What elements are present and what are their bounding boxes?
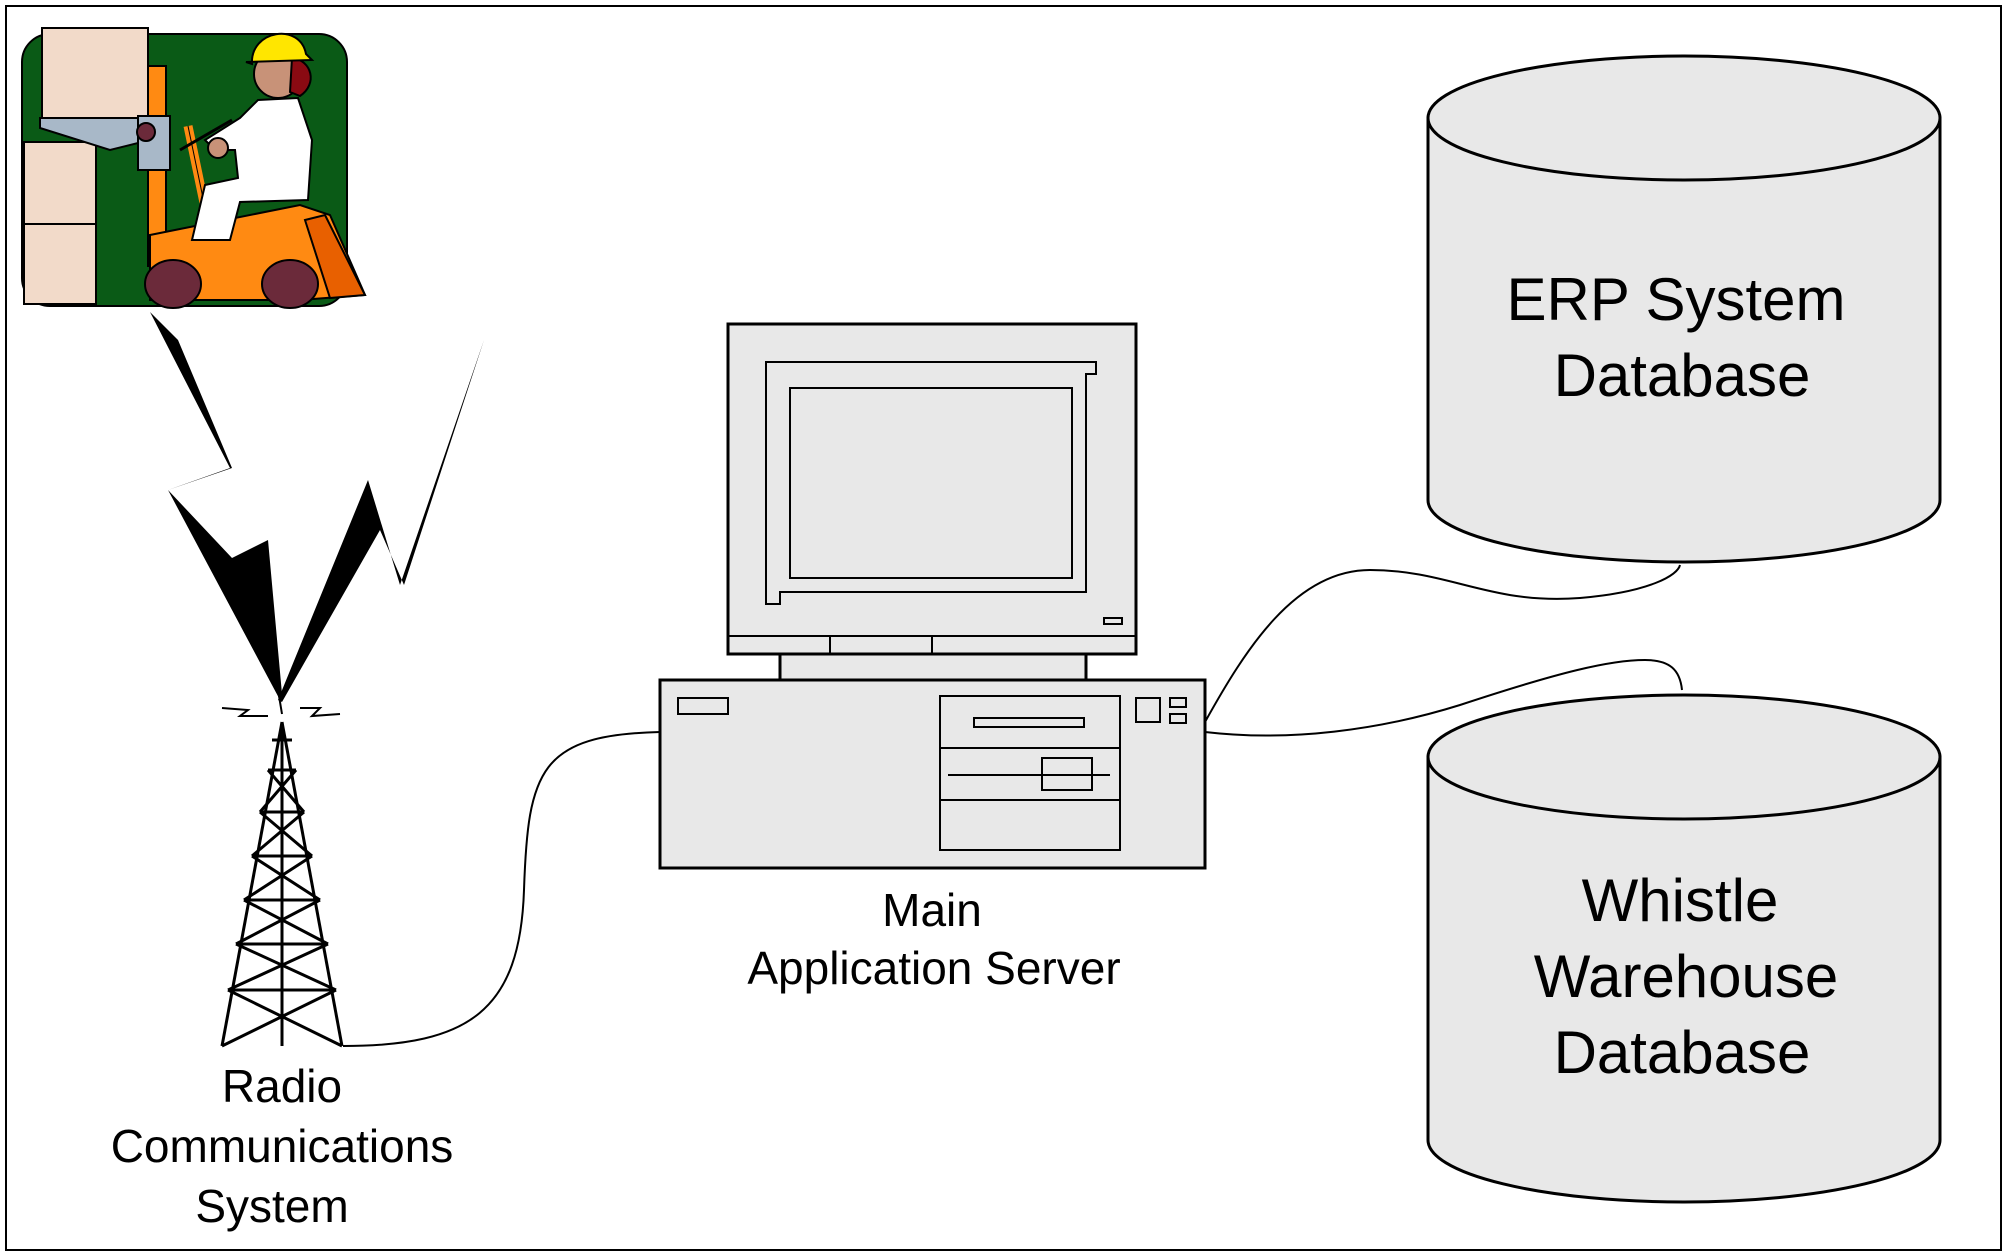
operator-body xyxy=(190,96,314,241)
operator-helmet-icon xyxy=(245,32,315,66)
server-monitor-screen xyxy=(789,387,1073,579)
warehouse-database-cylinder-icon xyxy=(1426,693,1942,1204)
warehouse-database-body xyxy=(1426,755,1942,1204)
cable-server-to-erp-db xyxy=(1204,564,1681,723)
radio-label-line-3: System xyxy=(195,1180,348,1232)
forklift-operator-icon xyxy=(21,27,367,309)
cable-tower-to-server xyxy=(342,731,661,1047)
warehouse-database-top xyxy=(1426,693,1942,821)
server-drive-bay xyxy=(939,695,1121,851)
erp-label-line-1: ERP System xyxy=(1507,266,1846,333)
network-cables xyxy=(342,564,1683,1047)
erp-database-top xyxy=(1426,54,1942,182)
warehouse-label-line-3: Database xyxy=(1554,1019,1811,1086)
radio-label-line-2: Communications xyxy=(111,1120,454,1172)
erp-database-cylinder-icon xyxy=(1426,54,1942,564)
radio-system-label: Radio Communications System xyxy=(111,1060,454,1232)
erp-database-label: ERP System Database xyxy=(1507,266,1846,409)
radio-tower-icon xyxy=(220,721,344,1048)
cable-server-to-warehouse-db xyxy=(1204,658,1683,737)
warehouse-label-line-2: Warehouse xyxy=(1534,943,1839,1010)
erp-label-line-2: Database xyxy=(1554,342,1811,409)
forklift-wheel-front xyxy=(144,259,202,309)
server-label: Main Application Server xyxy=(747,884,1120,994)
forklift-wheel-rear xyxy=(261,259,319,309)
server-base-unit xyxy=(658,678,1207,870)
lightning-bolt-right-icon xyxy=(278,340,484,702)
server-label-line-1: Main xyxy=(882,884,982,936)
server-label-line-2: Application Server xyxy=(747,942,1120,994)
forklift-forks xyxy=(39,117,151,152)
lightning-bolt-left-icon xyxy=(150,312,282,700)
radio-signal-bolts xyxy=(150,312,484,718)
signal-spark-icon xyxy=(221,689,341,718)
warehouse-database-label: Whistle Warehouse Database xyxy=(1534,867,1839,1086)
crate-top xyxy=(41,27,149,119)
erp-database-body xyxy=(1426,116,1942,564)
radio-label-line-1: Radio xyxy=(222,1060,342,1112)
warehouse-label-line-1: Whistle xyxy=(1582,867,1779,934)
server-computer-icon xyxy=(658,322,1207,870)
